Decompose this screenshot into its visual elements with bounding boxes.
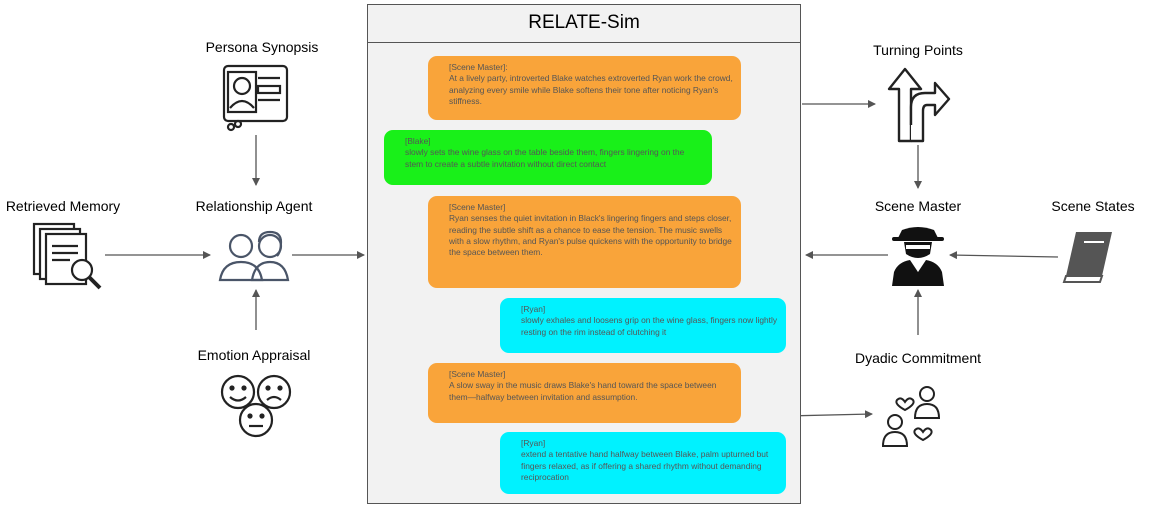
emotion-faces-icon <box>220 374 292 438</box>
relate-sim-title: RELATE-Sim <box>368 5 800 43</box>
message-speaker: [Ryan] <box>521 304 546 314</box>
persona-synopsis-label: Persona Synopsis <box>205 39 319 55</box>
message-blake-1: [Blake] slowly sets the wine glass on th… <box>384 130 712 185</box>
agents-people-icon <box>218 230 290 282</box>
turning-points-label: Turning Points <box>873 42 963 58</box>
message-ryan-2: [Ryan] extend a tentative hand halfway b… <box>500 432 786 494</box>
message-speaker: [Scene Master]: <box>449 62 508 72</box>
message-text: slowly sets the wine glass on the table … <box>405 147 685 169</box>
persona-card-icon <box>222 64 289 132</box>
message-text: Ryan senses the quiet invitation in Blac… <box>449 213 732 258</box>
message-text: extend a tentative hand halfway between … <box>521 449 769 482</box>
scene-master-label: Scene Master <box>874 198 962 214</box>
retrieved-memory-label: Retrieved Memory <box>5 198 121 214</box>
turn-arrow-icon <box>887 67 951 143</box>
detective-agent-icon <box>892 227 944 286</box>
message-text: slowly exhales and loosens grip on the w… <box>521 315 778 337</box>
message-text: At a lively party, introverted Blake wat… <box>449 73 733 106</box>
couple-hearts-icon <box>881 386 941 447</box>
dyadic-commitment-label: Dyadic Commitment <box>854 350 982 366</box>
message-scene-master-2: [Scene Master] Ryan senses the quiet inv… <box>428 196 741 288</box>
relate-sim-panel: RELATE-Sim [Scene Master]: At a lively p… <box>367 4 801 504</box>
message-scene-master-1: [Scene Master]: At a lively party, intro… <box>428 56 741 120</box>
message-speaker: [Scene Master] <box>449 202 506 212</box>
message-scene-master-3: [Scene Master] A slow sway in the music … <box>428 363 741 423</box>
document-search-icon <box>32 222 102 290</box>
scene-states-label: Scene States <box>1051 198 1135 214</box>
message-speaker: [Blake] <box>405 136 431 146</box>
arrow-states-to-master <box>949 251 1059 260</box>
relationship-agent-label: Relationship Agent <box>195 198 313 214</box>
book-icon <box>1062 232 1112 283</box>
message-ryan-1: [Ryan] slowly exhales and loosens grip o… <box>500 298 786 353</box>
message-speaker: [Ryan] <box>521 438 546 448</box>
message-text: A slow sway in the music draws Blake's h… <box>449 380 717 402</box>
emotion-appraisal-label: Emotion Appraisal <box>197 347 311 363</box>
message-speaker: [Scene Master] <box>449 369 506 379</box>
